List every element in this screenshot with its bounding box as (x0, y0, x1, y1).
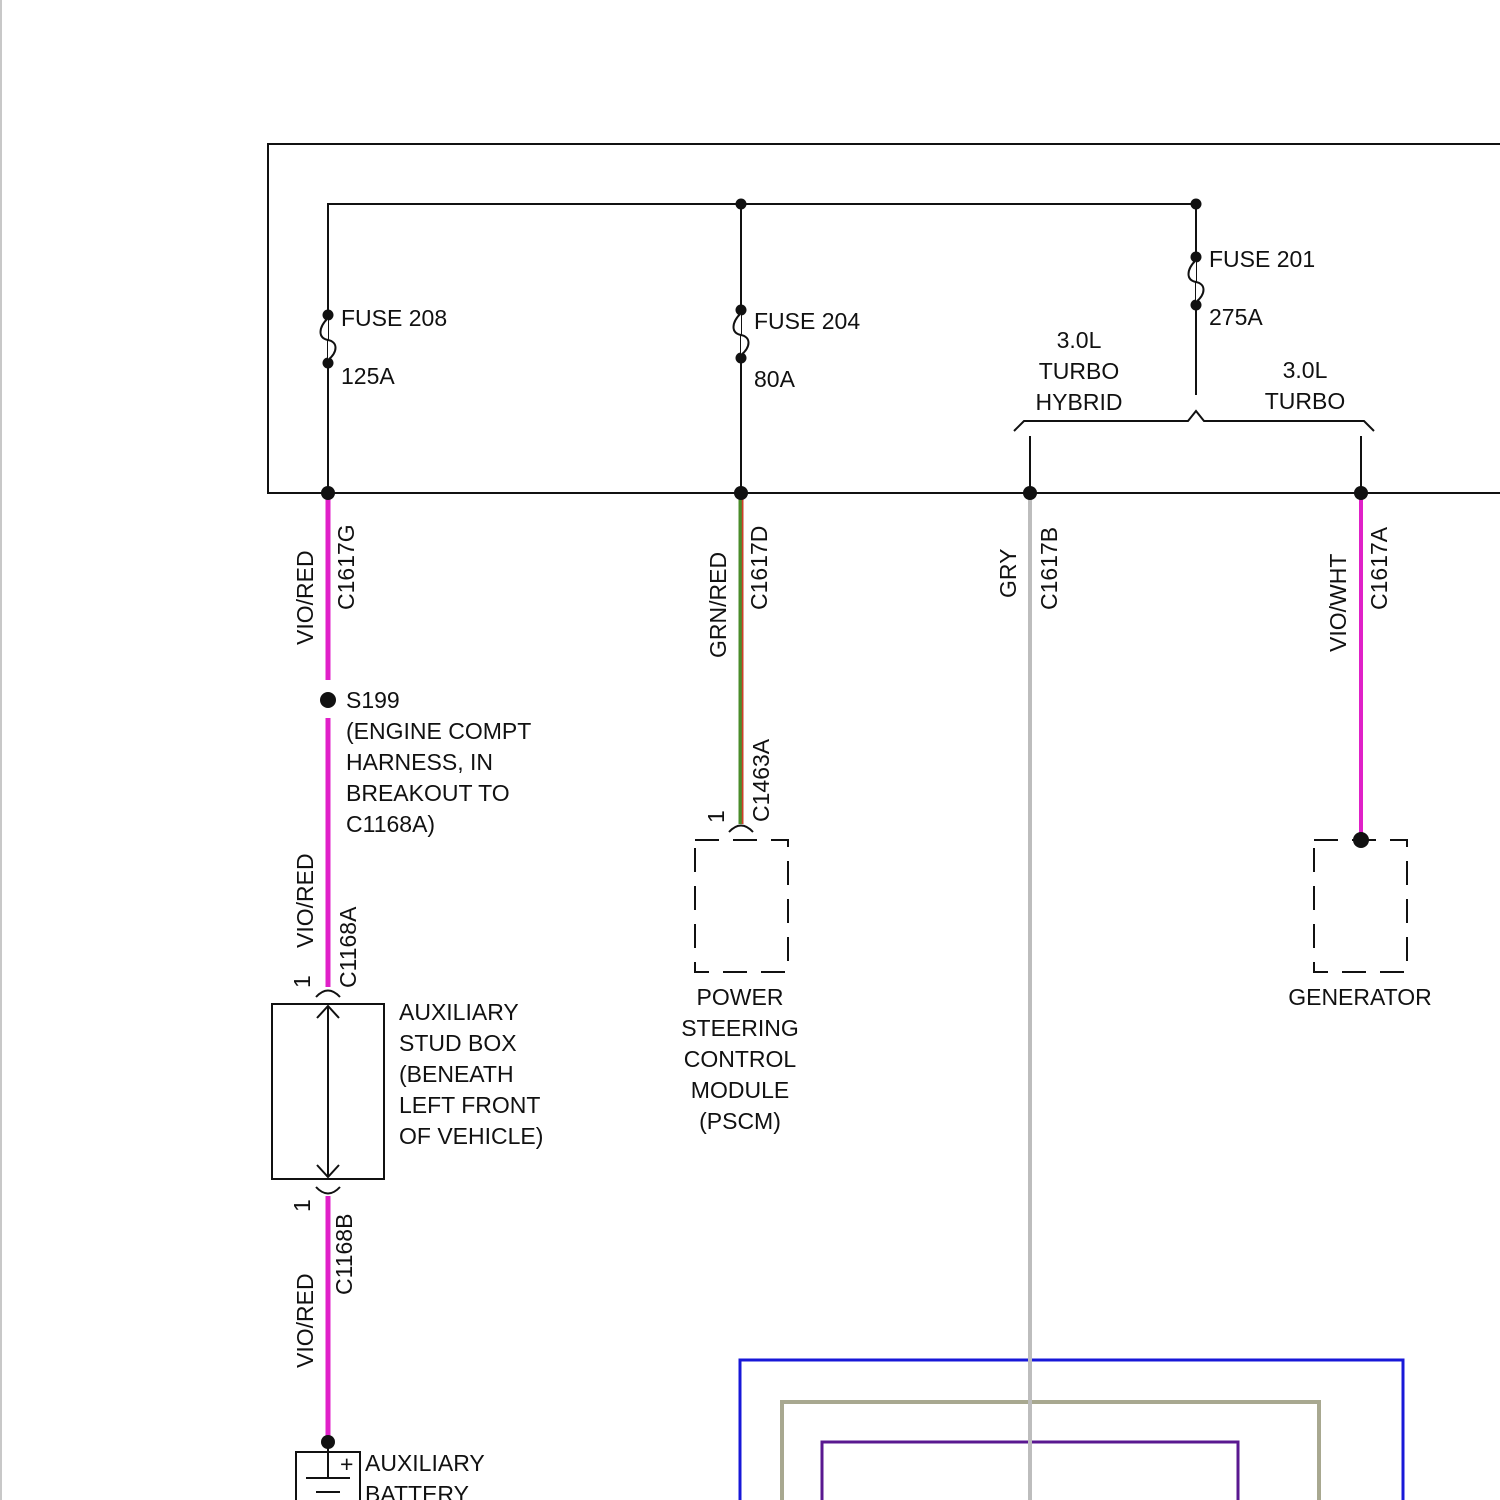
wire-color-label: VIO/RED (292, 1273, 318, 1368)
svg-text:TURBO: TURBO (1039, 358, 1120, 384)
battery-plus-sign: + (340, 1451, 353, 1477)
connector-label: C1617B (1036, 527, 1062, 610)
svg-text:HARNESS, IN: HARNESS, IN (346, 749, 493, 775)
wire-color-label: VIO/WHT (1325, 554, 1351, 652)
connector-node-c1617a (1354, 486, 1368, 500)
fuse-208-name: FUSE 208 (341, 305, 447, 331)
connector-node-c1617g (321, 486, 335, 500)
svg-text:TURBO: TURBO (1265, 388, 1346, 414)
option-label-turbo: 3.0L TURBO (1265, 357, 1346, 414)
battery-label: AUXILIARY BATTERY (365, 1450, 485, 1500)
svg-text:STUD BOX: STUD BOX (399, 1030, 517, 1056)
fuse-204-rating: 80A (754, 366, 796, 392)
generator-label: GENERATOR (1288, 984, 1432, 1010)
svg-text:3.0L: 3.0L (1057, 327, 1102, 353)
fuse-201-rating: 275A (1209, 304, 1263, 330)
connector-label: C1617G (333, 524, 359, 610)
wire-color-label: GRY (995, 549, 1021, 598)
stud-box-label: AUXILIARY STUD BOX (BENEATH LEFT FRONT O… (399, 999, 543, 1149)
connector-label: C1168B (331, 1214, 357, 1295)
connector-symbol-c1168b (316, 1187, 340, 1194)
fuse-208: FUSE 208 125A (321, 305, 448, 389)
generator-box (1314, 840, 1407, 972)
splice-s199-node (320, 692, 336, 708)
svg-text:OF VEHICLE): OF VEHICLE) (399, 1123, 543, 1149)
svg-text:MODULE: MODULE (691, 1077, 789, 1103)
connector-node-c1617b (1023, 486, 1037, 500)
svg-text:C1168A): C1168A) (346, 811, 435, 837)
fuse-204: FUSE 204 80A (734, 305, 861, 393)
pscm-label: POWER STEERING CONTROL MODULE (PSCM) (681, 984, 799, 1134)
svg-text:(PSCM): (PSCM) (699, 1108, 781, 1134)
fuse-204-name: FUSE 204 (754, 308, 860, 334)
fuse-208-rating: 125A (341, 363, 395, 389)
svg-text:(ENGINE COMPT: (ENGINE COMPT (346, 718, 531, 744)
wire-color-label: VIO/RED (292, 853, 318, 948)
option-label-hybrid: 3.0L TURBO HYBRID (1036, 327, 1123, 415)
svg-text:BATTERY: BATTERY (365, 1481, 469, 1500)
fuse-box-outline (268, 144, 1500, 493)
splice-description: (ENGINE COMPT HARNESS, IN BREAKOUT TO C1… (346, 718, 531, 837)
connector-node-c1617d (734, 486, 748, 500)
wire-color-label: GRN/RED (705, 552, 731, 658)
connector-symbol-c1168a (316, 991, 340, 998)
wire-color-label: VIO/RED (292, 550, 318, 645)
pin-number: 1 (289, 1199, 315, 1212)
connector-label: C1168A (335, 906, 361, 988)
connector-label: C1617A (1366, 526, 1392, 610)
svg-text:AUXILIARY: AUXILIARY (399, 999, 519, 1025)
connector-symbol-c1463a (729, 826, 753, 833)
pin-number: 1 (289, 975, 315, 988)
svg-text:AUXILIARY: AUXILIARY (365, 1450, 485, 1476)
connector-label: C1463A (748, 738, 774, 822)
pscm-module-box (695, 840, 788, 972)
fuse-201: FUSE 201 275A (1189, 246, 1316, 330)
svg-text:(BENEATH: (BENEATH (399, 1061, 514, 1087)
svg-text:3.0L: 3.0L (1283, 357, 1328, 383)
connector-label: C1617D (746, 526, 772, 610)
svg-text:POWER: POWER (697, 984, 784, 1010)
svg-text:STEERING: STEERING (681, 1015, 799, 1041)
splice-id: S199 (346, 687, 400, 713)
fuse-201-name: FUSE 201 (1209, 246, 1315, 272)
svg-text:CONTROL: CONTROL (684, 1046, 797, 1072)
pin-number: 1 (703, 810, 729, 823)
lower-frame-outer (740, 1360, 1403, 1500)
auxiliary-battery-symbol: + (296, 1446, 360, 1500)
svg-text:LEFT FRONT: LEFT FRONT (399, 1092, 540, 1118)
svg-text:BREAKOUT TO: BREAKOUT TO (346, 780, 510, 806)
svg-text:HYBRID: HYBRID (1036, 389, 1123, 415)
